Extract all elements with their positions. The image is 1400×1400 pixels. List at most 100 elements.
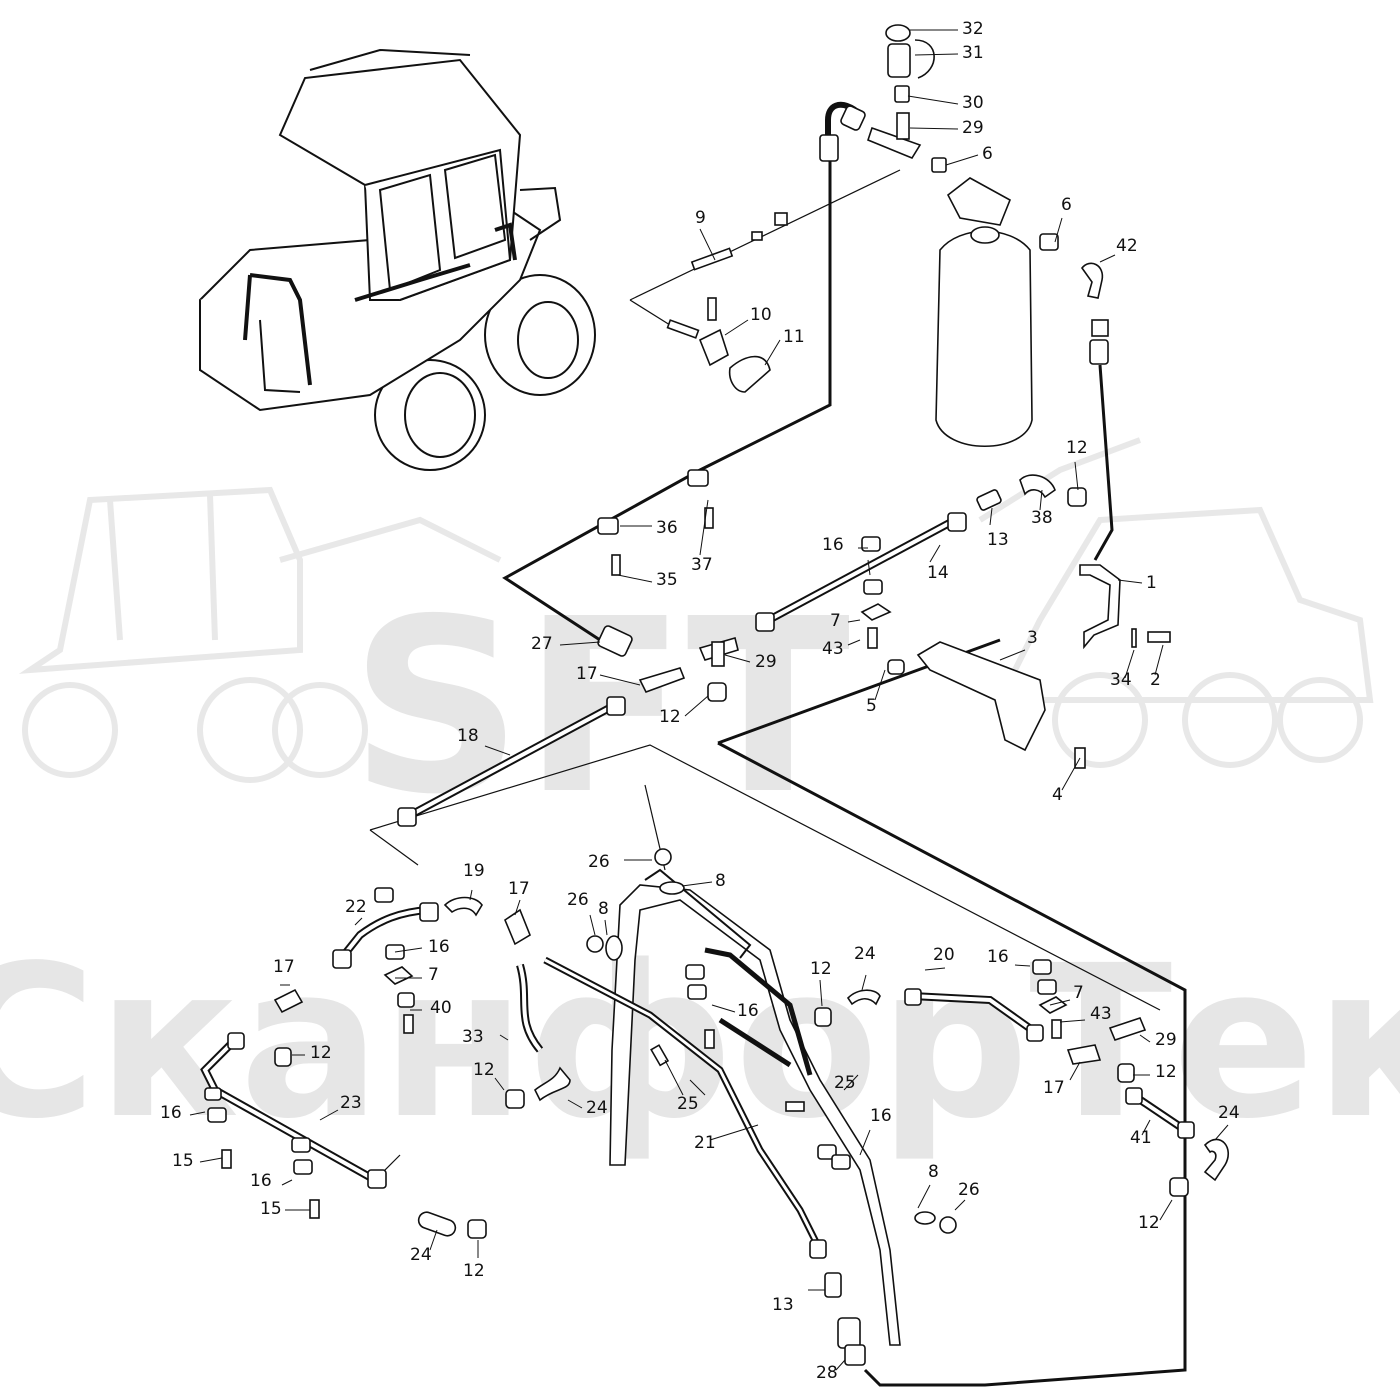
nut-12-mid — [707, 682, 727, 702]
part-label-33: 33 — [462, 1027, 484, 1047]
bracket-1 — [1079, 564, 1121, 650]
part-label-20: 20 — [933, 945, 955, 965]
bolt-35 — [611, 554, 621, 576]
washer-7b — [383, 966, 414, 985]
part-label-8: 8 — [715, 871, 726, 891]
plug-6-top — [931, 157, 947, 173]
part-label-30: 30 — [962, 93, 984, 113]
washer-8b — [605, 935, 623, 961]
part-label-27: 27 — [531, 634, 553, 654]
part-label-14: 14 — [927, 563, 949, 583]
washer-8c — [914, 1211, 936, 1225]
washer-8a — [659, 881, 685, 895]
fitting-13-top — [976, 489, 1002, 511]
nut-12-33 — [505, 1089, 525, 1109]
part-label-18: 18 — [457, 726, 479, 746]
part-label-16: 16 — [987, 947, 1009, 967]
part-label-32: 32 — [962, 19, 984, 39]
part-label-13: 13 — [772, 1295, 794, 1315]
part-label-25: 25 — [677, 1094, 699, 1114]
loader-machine-illustration — [199, 48, 596, 471]
fitting-30 — [894, 85, 910, 103]
tee-17-left — [273, 988, 304, 1014]
part-label-28: 28 — [816, 1363, 838, 1383]
nut-26a — [654, 848, 672, 866]
part-label-8: 8 — [598, 899, 609, 919]
tee-17-right — [1066, 1044, 1102, 1065]
part-label-23: 23 — [340, 1093, 362, 1113]
clip-36b — [597, 517, 619, 535]
part-label-43: 43 — [1090, 1004, 1112, 1024]
part-label-29: 29 — [962, 118, 984, 138]
plug-6-right — [1039, 233, 1059, 251]
part-label-19: 19 — [463, 861, 485, 881]
part-label-17: 17 — [576, 664, 598, 684]
part-label-29: 29 — [755, 652, 777, 672]
part-label-12: 12 — [1138, 1213, 1160, 1233]
part-label-15: 15 — [260, 1199, 282, 1219]
part-label-21: 21 — [694, 1133, 716, 1153]
part-label-12: 12 — [310, 1043, 332, 1063]
tee-29-right — [1108, 1017, 1147, 1041]
elbow-24-far-right — [1203, 1138, 1230, 1182]
elbow-38 — [1019, 474, 1056, 499]
tee-29-top — [867, 126, 922, 159]
middle-assembly — [397, 469, 1171, 827]
bolt-15a — [221, 1149, 232, 1169]
cap-32 — [885, 24, 911, 42]
part-label-26: 26 — [958, 1180, 980, 1200]
part-label-10: 10 — [750, 305, 772, 325]
part-label-26: 26 — [567, 890, 589, 910]
part-label-7: 7 — [428, 965, 439, 985]
part-label-12: 12 — [659, 707, 681, 727]
hose-clamp-31 — [914, 39, 935, 79]
watermark-machine-right — [978, 437, 1374, 768]
clip-16c — [204, 1087, 222, 1101]
elbow-19 — [443, 896, 483, 917]
part-label-38: 38 — [1031, 508, 1053, 528]
part-label-40: 40 — [430, 998, 452, 1018]
part-label-16: 16 — [160, 1103, 182, 1123]
part-label-26: 26 — [588, 852, 610, 872]
nut-26b — [586, 935, 604, 953]
lower-assembly — [200, 848, 1230, 1366]
clip-36a — [687, 469, 709, 487]
part-label-16: 16 — [737, 1001, 759, 1021]
coupling-28 — [837, 1317, 861, 1349]
part-label-24: 24 — [586, 1098, 608, 1118]
part-label-4: 4 — [1052, 785, 1063, 805]
clamp-10 — [698, 328, 729, 367]
part-label-31: 31 — [962, 43, 984, 63]
tee-17-low — [504, 908, 531, 946]
part-label-17: 17 — [508, 879, 530, 899]
pin-9 — [690, 247, 734, 271]
washer-7-mid — [860, 603, 892, 621]
part-label-8: 8 — [928, 1162, 939, 1182]
part-label-7: 7 — [830, 611, 841, 631]
part-label-16: 16 — [870, 1106, 892, 1126]
part-label-36: 36 — [656, 518, 678, 538]
clip-16-frame — [685, 964, 705, 980]
reservoir-assembly — [819, 24, 1109, 447]
part-label-37: 37 — [691, 555, 713, 575]
air-tank — [935, 230, 1033, 447]
bolt-25b — [785, 1101, 805, 1112]
cover-11 — [728, 355, 771, 393]
part-label-24: 24 — [410, 1245, 432, 1265]
fitting-13-low — [824, 1272, 842, 1298]
nut-12-left — [274, 1047, 292, 1067]
small-parts-9-10-11 — [666, 212, 788, 393]
nut-12-top — [1067, 487, 1087, 507]
bolt-15b — [309, 1199, 320, 1219]
nut-12-far-right — [1169, 1177, 1189, 1197]
nut-12-right-b — [1117, 1063, 1135, 1083]
part-label-11: 11 — [783, 327, 805, 347]
elbow-42 — [1080, 262, 1104, 299]
nut-26c — [939, 1216, 957, 1234]
part-label-5: 5 — [866, 696, 877, 716]
guard-3 — [916, 641, 1046, 752]
elbow-24-right — [846, 989, 881, 1006]
part-label-15: 15 — [172, 1151, 194, 1171]
bolt-25a — [650, 1044, 670, 1067]
